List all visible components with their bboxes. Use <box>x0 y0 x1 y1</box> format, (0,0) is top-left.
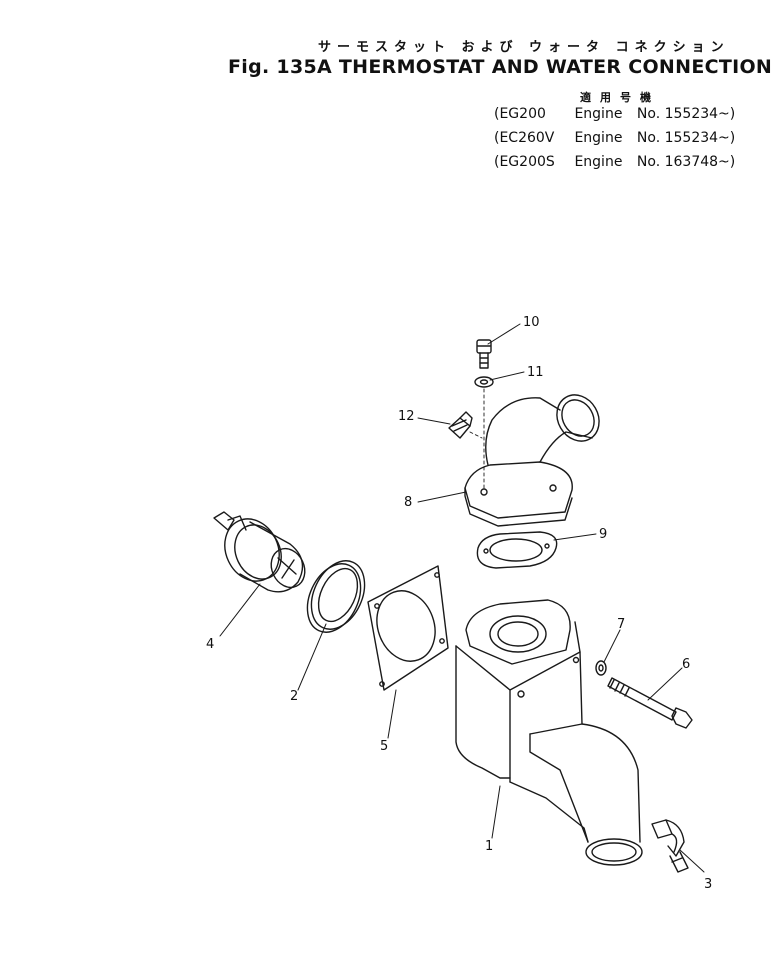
callout-4: 4 <box>206 637 214 652</box>
callout-11: 11 <box>527 365 544 380</box>
engine-label: Engine <box>574 106 623 122</box>
model-name: (EG200S <box>494 154 555 170</box>
part-11-washer <box>474 376 494 388</box>
applicability-label: 適用号機 <box>580 91 660 104</box>
engine-label: Engine <box>574 154 623 170</box>
serial-number: No. 155234~) <box>636 106 736 122</box>
part-1-housing <box>455 599 643 866</box>
callout-8: 8 <box>404 495 412 510</box>
part-5-gasket <box>367 565 449 691</box>
part-10-bolt <box>476 339 492 369</box>
title-japanese: サーモスタット および ウォータ コネクション <box>318 40 730 55</box>
figure-header: サーモスタット および ウォータ コネクション Fig. 135A THERMO… <box>0 0 772 190</box>
callout-3: 3 <box>704 877 712 892</box>
applicability-row: (EG200S Engine No. 163748~) <box>494 150 735 174</box>
part-3-elbow <box>651 819 689 873</box>
engine-label: Engine <box>574 130 623 146</box>
part-2-seal <box>306 560 366 633</box>
part-4-thermostat <box>213 511 306 593</box>
callout-7: 7 <box>617 617 625 632</box>
serial-number: No. 163748~) <box>636 154 736 170</box>
model-name: (EG200 <box>494 106 546 122</box>
callout-2: 2 <box>290 689 298 704</box>
callout-numbers: 10 11 12 8 9 4 2 5 1 3 6 7 <box>206 315 712 892</box>
callout-5: 5 <box>380 739 388 754</box>
part-12-plug <box>448 411 483 439</box>
applicability-row: (EC260V Engine No. 155234~) <box>494 126 735 150</box>
part-9-gasket <box>476 531 558 569</box>
applicability-row: (EG200 Engine No. 155234~) <box>494 102 735 126</box>
part-7-washer <box>595 660 607 676</box>
applicability-list: (EG200 Engine No. 155234~) (EC260V Engin… <box>494 102 735 174</box>
title-english: Fig. 135A THERMOSTAT AND WATER CONNECTIO… <box>228 56 772 78</box>
part-6-bolt <box>607 677 693 729</box>
callout-12: 12 <box>398 409 415 424</box>
model-name: (EC260V <box>494 130 555 146</box>
callout-6: 6 <box>682 657 690 672</box>
callout-9: 9 <box>599 527 607 542</box>
callout-1: 1 <box>485 839 493 854</box>
leader-lines <box>219 323 705 873</box>
serial-number: No. 155234~) <box>636 130 736 146</box>
part-8-water-connection <box>464 394 600 527</box>
callout-10: 10 <box>523 315 540 330</box>
exploded-parts-diagram: 10 11 12 8 9 4 2 5 1 3 6 7 <box>206 315 712 892</box>
